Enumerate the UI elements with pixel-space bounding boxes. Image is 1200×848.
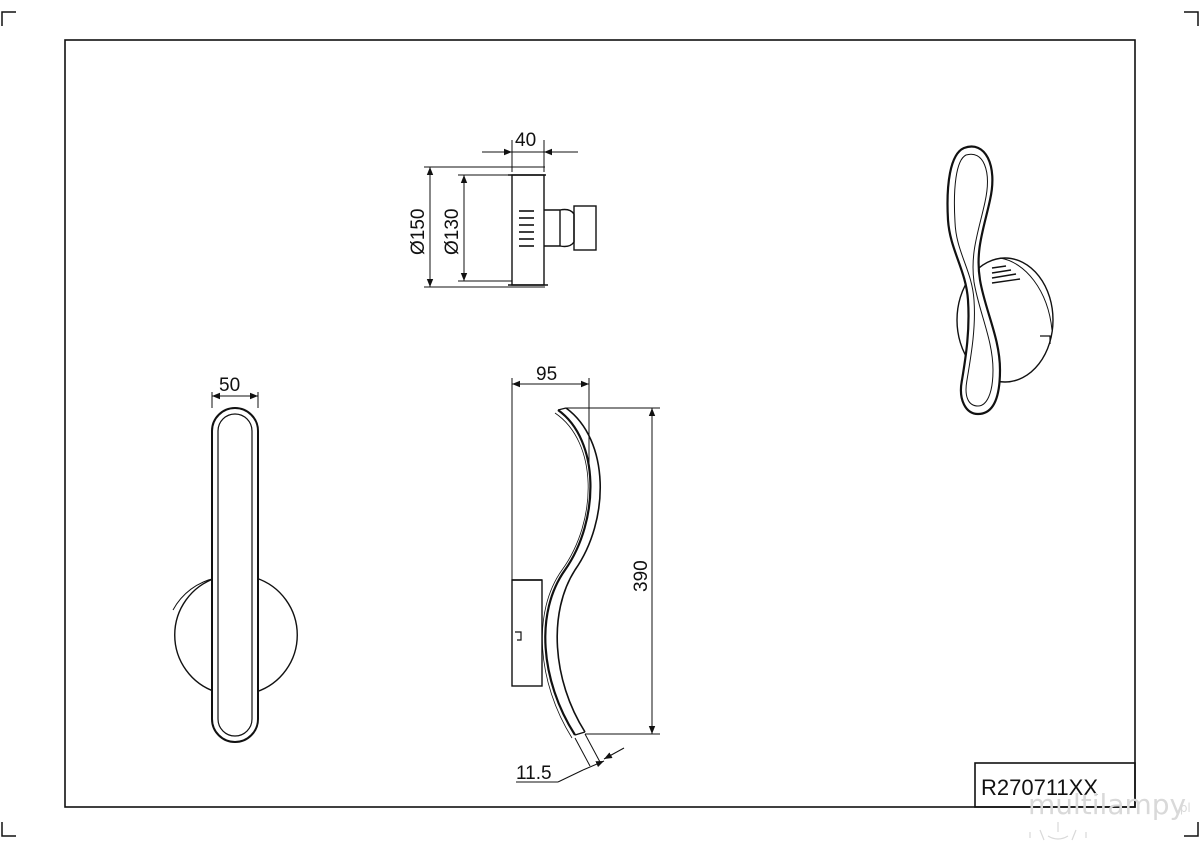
dimension-profile-width: 95: [536, 364, 557, 385]
side-view: [424, 140, 597, 288]
dimension-profile-height: 390: [631, 560, 652, 592]
drawing-frame: [64, 39, 1136, 808]
dimension-inner-diameter: Ø130: [442, 209, 463, 255]
dimension-outer-diameter: Ø150: [408, 209, 429, 255]
chandelier-icon: [1029, 822, 1087, 841]
front-view: [172, 392, 298, 743]
crop-marks: [1, 11, 1199, 837]
dimension-side-width: 40: [515, 130, 536, 151]
watermark: multilampy .pl: [1028, 788, 1191, 841]
dimension-thickness: 11.5: [516, 763, 552, 784]
watermark-suffix: .pl: [1176, 801, 1191, 815]
profile-view: [511, 378, 660, 783]
part-number: R270711XX: [981, 775, 1098, 800]
perspective-view: [946, 145, 1054, 416]
watermark-brand: multilampy: [1028, 788, 1186, 821]
title-block: R270711XX: [974, 762, 1136, 808]
dimension-front-width: 50: [219, 375, 240, 396]
